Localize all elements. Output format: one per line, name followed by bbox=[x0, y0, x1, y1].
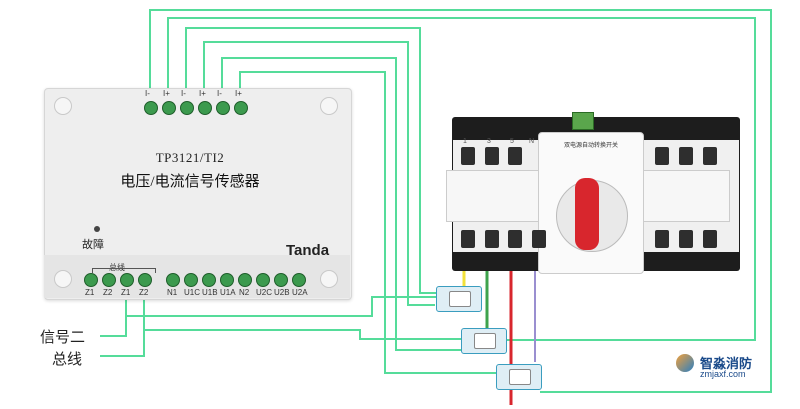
current-transformer bbox=[496, 364, 542, 390]
wire-z2 bbox=[143, 282, 462, 340]
terminal-label: U2A bbox=[292, 288, 308, 297]
terminal-screw bbox=[198, 101, 212, 115]
terminal-label: Z1 bbox=[85, 288, 95, 297]
logo-name: 智淼消防 bbox=[700, 357, 753, 372]
mount-screw-icon bbox=[320, 270, 338, 288]
terminal-number: 1 bbox=[463, 138, 467, 145]
fault-label: 故障 bbox=[82, 239, 104, 251]
terminal-screw bbox=[184, 273, 198, 287]
company-logo-icon bbox=[676, 354, 694, 372]
mount-screw-icon bbox=[54, 97, 72, 115]
terminal-screw bbox=[102, 273, 116, 287]
terminal-label: I- bbox=[217, 89, 222, 98]
module-model: TP3121/TI2 bbox=[155, 150, 225, 165]
terminal-screw bbox=[256, 273, 270, 287]
terminal-screw bbox=[180, 101, 194, 115]
terminal-screw bbox=[274, 273, 288, 287]
terminal-label: Z2 bbox=[103, 288, 113, 297]
terminal-label: U2C bbox=[256, 288, 273, 297]
wire-i4 bbox=[203, 41, 435, 306]
terminal-label: U1A bbox=[220, 288, 236, 297]
terminal-screw bbox=[120, 273, 134, 287]
switch-terminal-slot bbox=[508, 147, 522, 165]
switch-terminal-slot bbox=[461, 230, 475, 248]
terminal-label: N2 bbox=[239, 288, 250, 297]
switch-terminal-slot bbox=[485, 147, 499, 165]
terminal-screw bbox=[138, 273, 152, 287]
terminal-number: 5 bbox=[510, 138, 514, 145]
terminal-label: I- bbox=[145, 89, 150, 98]
terminal-label: N1 bbox=[167, 288, 178, 297]
switch-terminal-slot bbox=[679, 230, 693, 248]
module-title: 电压/电流信号传感器 bbox=[120, 174, 260, 190]
wire-i5 bbox=[221, 57, 462, 351]
terminal-screw bbox=[144, 101, 158, 115]
switch-terminal-slot bbox=[703, 147, 717, 165]
terminal-number: 3 bbox=[487, 138, 491, 145]
terminal-label: U1C bbox=[184, 288, 201, 297]
wire-i1 bbox=[149, 9, 772, 393]
terminal-number: N bbox=[529, 138, 535, 145]
switch-terminal-slot bbox=[679, 147, 693, 165]
wire-z1 bbox=[125, 282, 437, 317]
terminal-label: I+ bbox=[163, 89, 170, 98]
fault-led-icon bbox=[94, 226, 100, 232]
current-transformer bbox=[436, 286, 482, 312]
terminal-label: Z1 bbox=[121, 288, 131, 297]
selector-lever bbox=[575, 178, 599, 250]
bus-side-label: 总线 bbox=[52, 352, 83, 368]
terminal-screw bbox=[84, 273, 98, 287]
brand-name: Tanda bbox=[286, 242, 330, 259]
terminal-label: Z2 bbox=[139, 288, 149, 297]
current-transformer bbox=[461, 328, 507, 354]
mount-screw-icon bbox=[54, 270, 72, 288]
terminal-screw bbox=[162, 101, 176, 115]
terminal-label: U2B bbox=[274, 288, 290, 297]
mount-screw-icon bbox=[320, 97, 338, 115]
switch-terminal-slot bbox=[655, 147, 669, 165]
wire-i2 bbox=[167, 17, 756, 341]
switch-title: 双电源自动转换开关 bbox=[563, 143, 618, 149]
terminal-screw bbox=[234, 101, 248, 115]
terminal-label: I- bbox=[181, 89, 186, 98]
wire-side-2 bbox=[100, 330, 145, 357]
switch-terminal-slot bbox=[532, 230, 546, 248]
switch-terminal-slot bbox=[461, 147, 475, 165]
switch-terminal-slot bbox=[655, 230, 669, 248]
terminal-screw bbox=[216, 101, 230, 115]
terminal-label: U1B bbox=[202, 288, 218, 297]
terminal-label: I+ bbox=[235, 89, 242, 98]
switch-terminal-slot bbox=[508, 230, 522, 248]
wire-side-1 bbox=[100, 316, 127, 337]
terminal-screw bbox=[292, 273, 306, 287]
switch-terminal-slot bbox=[485, 230, 499, 248]
wire-i6 bbox=[239, 71, 497, 374]
bus-bracket bbox=[92, 268, 156, 273]
terminal-screw bbox=[220, 273, 234, 287]
terminal-screw bbox=[166, 273, 180, 287]
control-terminal bbox=[572, 112, 594, 130]
terminal-screw bbox=[238, 273, 252, 287]
signal-two-label: 信号二 bbox=[40, 330, 86, 346]
terminal-label: I+ bbox=[199, 89, 206, 98]
logo-url: zmjaxf.com bbox=[700, 369, 746, 379]
bus-label: 总线 bbox=[109, 263, 125, 272]
terminal-screw bbox=[202, 273, 216, 287]
switch-terminal-slot bbox=[703, 230, 717, 248]
